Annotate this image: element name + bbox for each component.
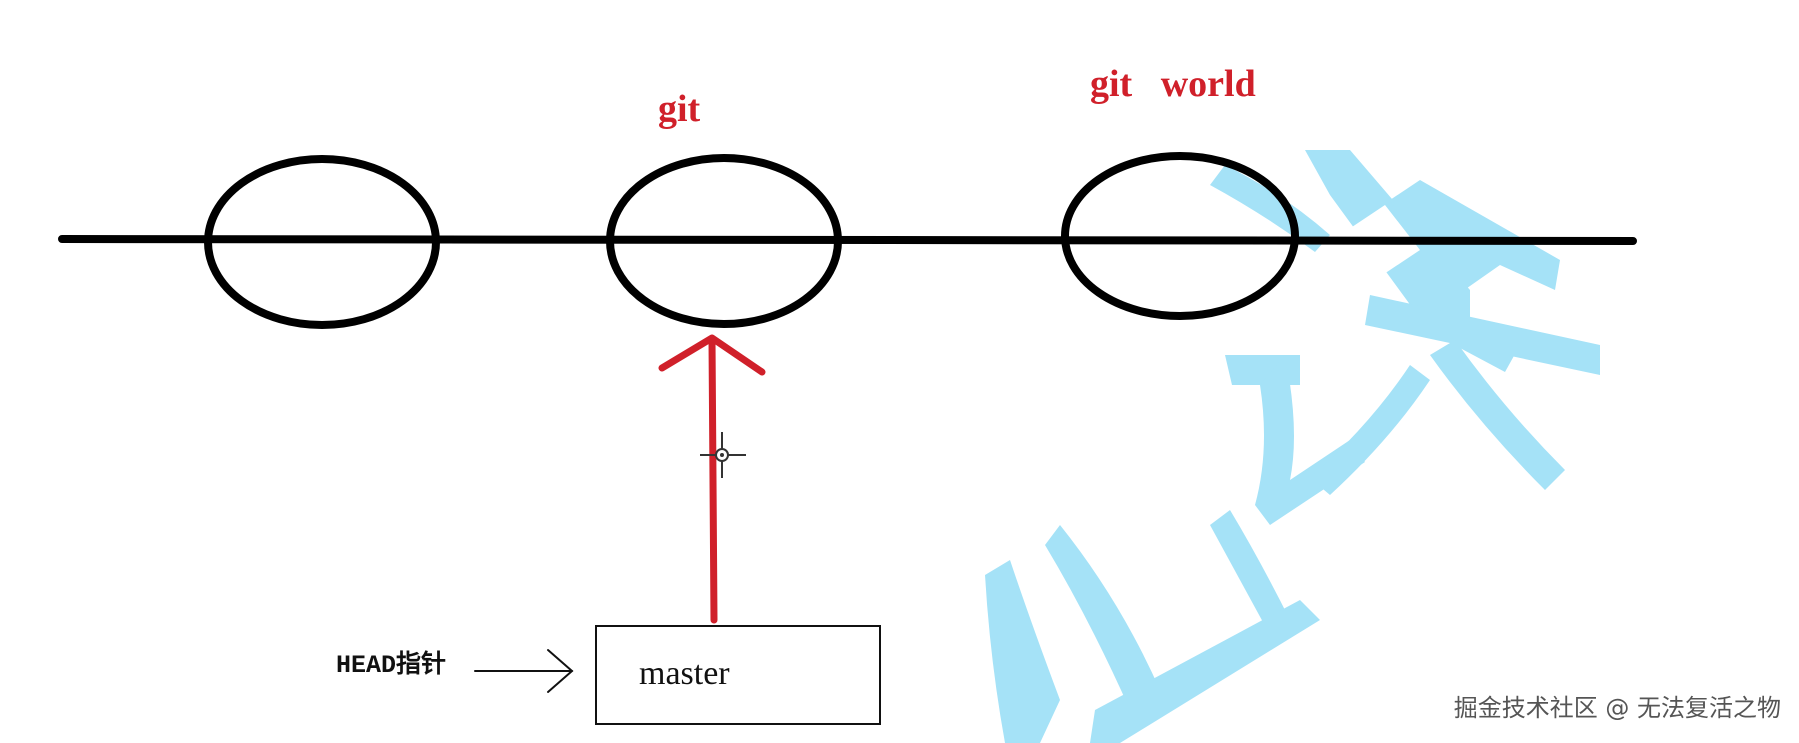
commit-node-1 xyxy=(204,155,440,329)
watermark-text: 掘金技术社区 @ 无法复活之物 xyxy=(1453,694,1781,722)
timeline-line xyxy=(58,235,1637,245)
head-pointer-label: HEAD指针 xyxy=(336,651,447,680)
crosshair-cursor-icon xyxy=(700,432,746,478)
branch-label: master xyxy=(639,655,730,692)
branch-box-master: master xyxy=(595,625,881,725)
commit-node-2 xyxy=(606,154,842,328)
head-pointer-arrow xyxy=(474,649,574,693)
branch-pointer-arrow xyxy=(658,334,766,624)
background-watermark-strokes xyxy=(985,150,1600,743)
commit-label-git-world: git world xyxy=(1090,63,1256,105)
commit-label-git: git xyxy=(658,88,701,130)
commit-node-3 xyxy=(1061,152,1299,320)
